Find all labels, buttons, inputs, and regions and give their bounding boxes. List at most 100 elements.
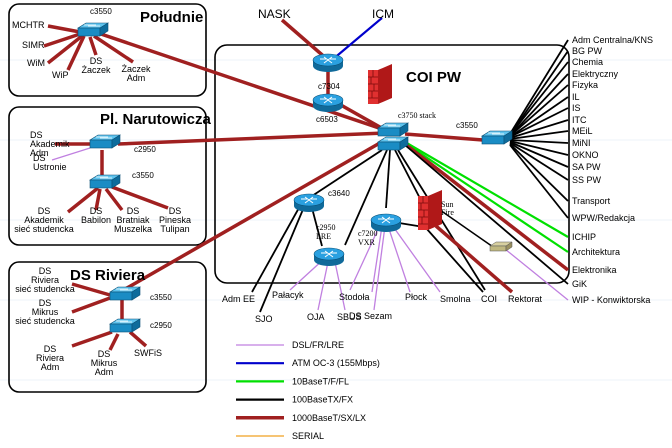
link-narut-ustronie <box>51 147 91 161</box>
label-riviera-c2950: c2950 <box>150 321 172 330</box>
link-sunfire-rektorat <box>434 224 514 294</box>
poludnie-leaf-links <box>43 24 134 71</box>
link-core-architektura <box>404 142 569 253</box>
narut-leaf-links <box>66 185 169 214</box>
router-c6503 <box>312 93 344 113</box>
leaf-ds-sezam: DS Sezam <box>349 311 392 321</box>
leaf-oja: OJA <box>307 312 325 322</box>
legend-label: SERIAL <box>292 431 324 441</box>
leaf-stodola: Stodoła <box>339 292 370 302</box>
legend-label: ATM OC-3 (155Mbps) <box>292 358 380 368</box>
leaf-smolna: Smolna <box>440 294 471 304</box>
label-narut-c3550: c3550 <box>132 171 154 180</box>
right-leaf-item: GiK <box>572 279 587 289</box>
router-c7304 <box>312 53 344 73</box>
switch-narut-c3550 <box>89 174 121 189</box>
label-icm: ICM <box>372 7 394 21</box>
leaf-mchtr: MCHTR <box>12 20 45 30</box>
switch-riviera-c2950 <box>109 318 141 333</box>
link-core-modem <box>439 209 497 250</box>
leaf-rektorat: Rektorat <box>508 294 543 304</box>
link-core-elektronika <box>403 142 570 272</box>
link-sunfire-coi <box>425 227 484 293</box>
right-leaf-item: SS PW <box>572 175 602 185</box>
right-fan-links <box>509 39 569 219</box>
devices <box>77 22 513 333</box>
labels: Południe Pl. Narutowicza DS Riviera COI … <box>12 7 653 441</box>
modem-icon <box>489 241 513 252</box>
leaf-palacyk: Pałacyk <box>272 290 304 300</box>
link-core-c3550 <box>404 132 484 142</box>
switch-poludnie-c3550 <box>77 22 109 37</box>
label-riviera-c3550: c3550 <box>150 293 172 302</box>
right-leaf-item: ICHIP <box>572 232 596 242</box>
switch-c3750-bottom <box>377 136 409 151</box>
label-c3550-right: c3550 <box>456 121 478 130</box>
right-leaf-item: WIP - Konwiktorska <box>572 295 650 305</box>
right-leaf-item: Adm Centralna/KNS <box>572 35 653 45</box>
region-riviera <box>8 261 207 393</box>
switch-riviera-c3550 <box>109 286 141 301</box>
leaf-plock: Płock <box>405 292 428 302</box>
sunfire-server-icon <box>417 189 443 231</box>
leaf-simr: SIMR <box>22 40 45 50</box>
link-riviera-core <box>119 138 386 294</box>
right-leaf-item: MEiL <box>572 126 593 136</box>
right-leaf-item: IL <box>572 92 580 102</box>
firewall-icon <box>367 63 393 105</box>
label-poludnie-switch: c3550 <box>90 7 112 16</box>
legend-label: DSL/FR/LRE <box>292 340 344 350</box>
link-core-gik <box>404 144 569 285</box>
label-nask: NASK <box>258 7 291 21</box>
link-icm <box>331 17 383 61</box>
label-c6503: c6503 <box>316 115 338 124</box>
legend-label: 100BaseTX/FX <box>292 395 353 405</box>
leaf-adm-ee: Adm EE <box>222 294 255 304</box>
c7200-links <box>349 224 441 311</box>
link-narutowicza-core <box>117 131 386 146</box>
leaf-sbus: SBUS <box>337 312 362 322</box>
right-leaf-item: SA PW <box>572 162 601 172</box>
label-narut-c2950: c2950 <box>134 145 156 154</box>
region-title-narutowicza: Pl. Narutowicza <box>100 111 212 128</box>
c3640-links <box>251 205 323 313</box>
legend: DSL/FR/LRE ATM OC-3 (155Mbps) 10BaseT/F/FL… <box>236 340 380 441</box>
link-nask <box>280 18 330 62</box>
link-poludnie-core <box>94 30 386 132</box>
link-core-ichip <box>404 141 569 238</box>
leaf-sjo: SJO <box>255 314 273 324</box>
switch-right-c3550 <box>481 130 513 145</box>
riviera-leaf-links <box>71 282 148 351</box>
switch-c3750-top <box>377 122 409 137</box>
label-c3750: c3750 stack <box>398 111 436 120</box>
right-leaf-item: BG PW <box>572 46 603 56</box>
right-leaf-item: Architektura <box>572 247 620 257</box>
c2950lre-links <box>289 257 346 311</box>
leaf-wip: WiP <box>52 70 69 80</box>
region-title-coi: COI PW <box>406 69 462 86</box>
region-coi <box>214 44 570 284</box>
region-poludnie <box>8 3 207 97</box>
legend-label: 1000BaseT/SX/LX <box>292 413 366 423</box>
leaf-wim: WiM <box>27 58 45 68</box>
region-title-riviera: DS Riviera <box>70 267 146 284</box>
right-leaf-item: WPW/Redakcja <box>572 213 635 223</box>
legend-label: 10BaseT/F/FL <box>292 376 349 386</box>
right-leaf-item: Elektronika <box>572 265 617 275</box>
